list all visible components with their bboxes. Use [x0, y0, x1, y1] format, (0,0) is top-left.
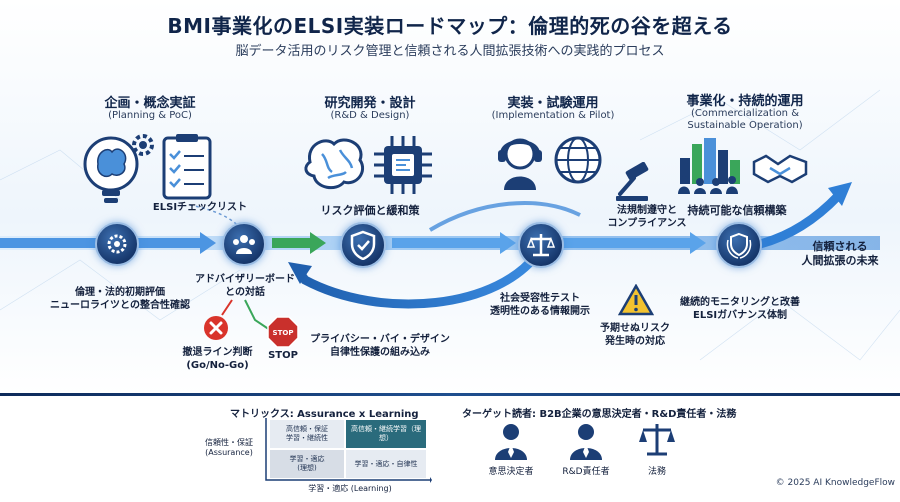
assurance-learning-matrix: 高信頼・保証学習・継続性 高信頼・継続学習（理想） 学習・適応(理想) 学習・適… [262, 418, 432, 488]
background [0, 0, 900, 395]
matrix-y-axis-label: 信頼性・保証 (Assurance) [205, 438, 253, 457]
phase-4-subtitle: (Commercialization & Sustainable Operati… [687, 108, 803, 131]
business-person-icon [570, 424, 602, 460]
privacy-by-design-label: プライバシー・バイ・デザイン 自律性保護の組み込み [310, 334, 450, 358]
phase-3-node [518, 222, 564, 268]
phase-1-node [95, 222, 139, 266]
flow-arrow-3 [562, 232, 706, 254]
brain-icon [304, 138, 365, 190]
withdraw-connector [221, 299, 233, 316]
advisory-board-node [222, 222, 266, 266]
matrix-cell-bottom-left: 学習・適応(理想) [270, 450, 344, 478]
group-icon [233, 235, 255, 254]
city-people-icon [678, 138, 740, 194]
network-background [0, 89, 900, 361]
matrix-axes [265, 418, 432, 483]
gear-icon [132, 134, 154, 156]
final-arrow-head [828, 182, 852, 206]
phase-4-node [716, 222, 762, 268]
matrix-cell-bottom-right: 学習・適応・自律性 [346, 450, 426, 478]
withdrawal-label: 撤退ライン判断 (Go/No-Go) [182, 347, 253, 371]
shield-check-icon [350, 230, 376, 260]
flow-arrow-green [272, 232, 326, 254]
page-title: BMI事業化のELSI実装ロードマップ：倫理的死の谷を超える [167, 14, 733, 38]
matrix-cell-top-right: 高信頼・継続学習（理想） [346, 420, 426, 448]
future-label: 信頼される 人間拡張の未来 [801, 240, 879, 267]
copyright: © 2025 AI KnowledgeFlow [775, 478, 895, 488]
feedback-loop-head [288, 262, 312, 284]
gavel-icon [616, 162, 649, 201]
headset-person-icon [498, 138, 542, 190]
matrix-cell-top-left: 高信頼・保証学習・継続性 [270, 420, 344, 448]
phase-4-title: 事業化・持続的運用 [686, 94, 804, 109]
flow-arrow-2 [392, 232, 516, 254]
unexpected-risk-label: 予期せぬリスク 発生時の対応 [600, 323, 670, 347]
phase-1-subtitle: (Planning & PoC) [108, 110, 192, 121]
social-acceptance-label: 社会受容性テスト 透明性のある情報開示 [490, 293, 590, 317]
risk-assessment-label: リスク評価と緩和策 [320, 204, 420, 217]
persona-legal: 法務 [632, 420, 682, 490]
stop-connector [244, 299, 271, 331]
persona-decision-maker: 意思決定者 [486, 420, 536, 490]
section-divider [0, 393, 900, 396]
sustainable-trust-label: 持続可能な信頼構築 [687, 204, 787, 217]
advisory-board-label: アドバイザリーボード との対話 [195, 274, 295, 298]
clipboard-checklist-icon [162, 134, 212, 200]
monitoring-label: 継続的モニタリングと改善 ELSIガバナンス体制 [680, 297, 800, 321]
rising-curve [428, 201, 581, 232]
checklist-connector [189, 204, 241, 229]
scales-icon [639, 424, 675, 456]
warning-icon [618, 284, 654, 316]
business-person-icon [495, 424, 527, 460]
phase-3-subtitle: (Implementation & Pilot) [491, 110, 615, 121]
scales-icon [526, 234, 556, 257]
persona-label: 意思決定者 [488, 467, 534, 477]
phase-1-title: 企画・概念実証 [104, 96, 196, 111]
stop-label: STOP [268, 350, 298, 361]
phase-2-title: 研究開発・設計 [324, 96, 416, 111]
svg-text:STOP: STOP [273, 329, 294, 337]
final-arrow [755, 191, 843, 249]
globe-icon [554, 136, 602, 184]
stop-sign-icon: STOP [267, 316, 299, 348]
x-circle-icon [204, 316, 228, 340]
phase-3-title: 実装・試験運用 [507, 96, 599, 111]
page-subtitle: 脳データ活用のリスク管理と信頼される人間拡張技術への実践的プロセス [235, 44, 665, 59]
elsi-checklist-label: ELSIチェックリスト [152, 202, 248, 213]
matrix-title: マトリックス: Assurance x Learning [230, 409, 419, 420]
matrix-x-axis-label: 学習・適応 (Learning) [308, 484, 392, 493]
feedback-loop-curve [293, 245, 545, 309]
gear-people-icon [107, 234, 127, 254]
legal-compliance-label: 法規制遵守と コンプライアンス [607, 205, 687, 229]
lightbulb-brain-icon [83, 136, 139, 203]
initial-assessment-label: 倫理・法的初期評価 ニューロライツとの整合性確認 [50, 287, 190, 311]
phase-2-node [340, 222, 386, 268]
target-readers-title: ターゲット読者: B2B企業の意思決定者・R&D責任者・法務 [462, 409, 737, 420]
phase-2-subtitle: (R&D & Design) [330, 110, 410, 121]
persona-label: 法務 [647, 467, 666, 477]
laurel-shield-icon [726, 232, 752, 259]
persona-label: R&D責任者 [562, 467, 610, 477]
handshake-icon [752, 154, 808, 184]
persona-rd-manager: R&D責任者 [556, 420, 616, 490]
microchip-icon [374, 136, 432, 194]
